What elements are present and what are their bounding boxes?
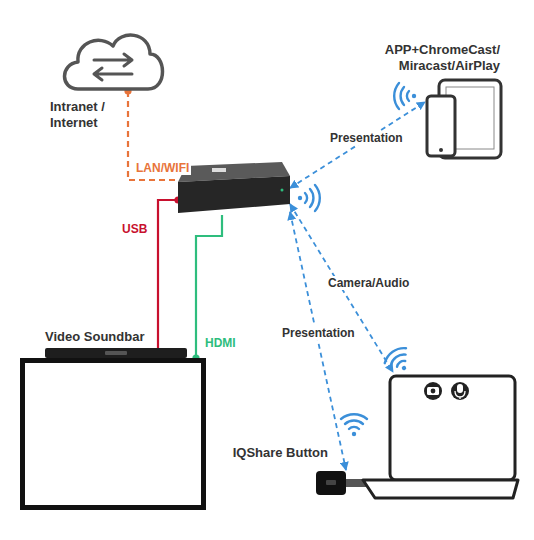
- soundbar-label: Video Soundbar: [45, 329, 144, 345]
- laptop-node: [355, 372, 518, 504]
- mic-icon: [455, 391, 465, 399]
- hub-node: [178, 160, 290, 215]
- edge-label: Presentation: [280, 326, 357, 340]
- phone-outline: [427, 96, 455, 156]
- wifi-symbol: [298, 185, 320, 211]
- cloud-arrow: [94, 54, 132, 66]
- soundbar-node: Video Soundbar: [45, 348, 187, 358]
- hub-logo: [212, 168, 226, 172]
- mic-icon: [451, 382, 469, 400]
- wifi-symbol: [394, 83, 416, 109]
- hub-body: [178, 176, 290, 213]
- display-node: [20, 358, 206, 510]
- edge-label: Camera/Audio: [326, 276, 411, 290]
- laptop-base: [363, 480, 518, 498]
- wifi-symbol: [341, 414, 367, 436]
- laptop-screen: [390, 376, 515, 480]
- button-label: IQShare Button: [233, 445, 328, 461]
- hub-node-shape: [178, 160, 290, 215]
- edge-label: USB: [120, 222, 149, 236]
- mobile-device-node: APP+ChromeCast/ Miracast/AirPlay: [425, 78, 503, 160]
- cloud-arrow: [94, 68, 132, 80]
- mobile-device-node-shape: [425, 78, 503, 160]
- edge-label: Presentation: [328, 131, 405, 145]
- cloud-node: Intranet / Internet: [58, 25, 168, 91]
- network-label: Intranet / Internet: [50, 99, 122, 132]
- casting-label: APP+ChromeCast/ Miracast/AirPlay: [372, 42, 500, 75]
- phone-button: [439, 148, 443, 152]
- display-node-shape: [20, 358, 206, 510]
- camera-icon: [424, 382, 442, 400]
- cloud-node-shape: [58, 25, 168, 91]
- soundbar-node-shape: [45, 348, 187, 358]
- button-key: [326, 480, 336, 485]
- laptop-node-shape: [355, 372, 518, 504]
- edge-label: LAN/WIFI: [134, 161, 191, 175]
- mic-icon: [457, 384, 463, 393]
- tv-frame: [23, 361, 204, 508]
- hub-led: [281, 189, 284, 192]
- button-node-shape: [316, 470, 364, 496]
- cloud-outline: [65, 35, 163, 89]
- button-node: IQShare Button: [316, 470, 364, 496]
- usb-connector: [158, 200, 178, 348]
- camera-icon: [427, 387, 439, 395]
- presentation-link: [290, 102, 425, 188]
- button-body: [316, 471, 346, 495]
- soundbar-body: [45, 348, 187, 358]
- soundbar-camera: [105, 351, 127, 355]
- edge-label: HDMI: [203, 336, 238, 350]
- presentation-link: [290, 212, 346, 470]
- camera-icon: [431, 389, 436, 394]
